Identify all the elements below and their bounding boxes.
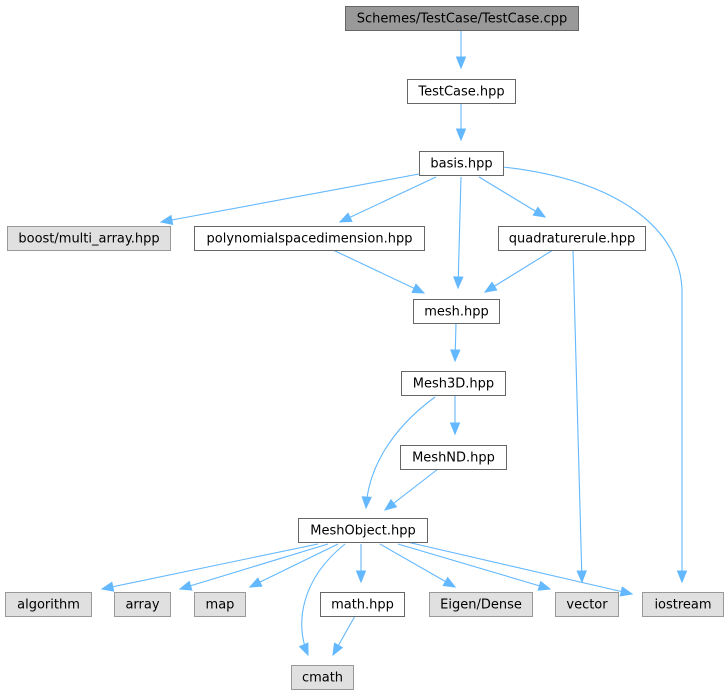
node-box <box>298 518 428 543</box>
arrowhead-meshobject_hpp-to-math_hpp <box>355 570 367 584</box>
node-box <box>413 299 500 324</box>
arrowhead-basis_hpp-to-iostream <box>676 570 688 584</box>
edge-basis_hpp-to-mesh_hpp <box>457 176 462 289</box>
edge-quadraturerule_hpp-to-mesh_hpp <box>484 249 554 293</box>
arrowhead-testcase_hpp-to-basis_hpp <box>455 128 467 142</box>
node-box <box>498 226 646 251</box>
node-box <box>114 592 171 617</box>
edge-basis_hpp-to-boost_multi_array <box>160 173 420 223</box>
arrowhead-basis_hpp-to-quadraturerule_hpp <box>532 206 547 218</box>
node-box <box>407 79 516 104</box>
node-label: array <box>125 598 159 613</box>
node-polyspacedim-hpp[interactable]: polynomialspacedimension.hpp <box>194 226 425 251</box>
arrowhead-polyspacedim_hpp-to-mesh_hpp <box>411 283 426 294</box>
node-label: boost/multi_array.hpp <box>18 232 159 247</box>
node-box <box>194 226 425 251</box>
node-mesh3d-hpp[interactable]: Mesh3D.hpp <box>401 371 506 396</box>
arrowhead-meshnd_hpp-to-meshobject_hpp <box>383 498 398 511</box>
arrowhead-meshobject_hpp-to-vector <box>537 580 552 591</box>
node-label: MeshND.hpp <box>412 451 495 466</box>
node-label: algorithm <box>17 598 80 613</box>
edge-meshobject_hpp-to-eigen_dense <box>379 543 456 588</box>
edge-basis_hpp-to-quadraturerule_hpp <box>478 176 546 218</box>
arrowhead-meshobject_hpp-to-eigen_dense <box>442 576 457 588</box>
node-box <box>194 592 246 617</box>
node-box <box>642 592 724 617</box>
arrowhead-meshobject_hpp-to-algorithm <box>100 581 115 592</box>
node-label: basis.hpp <box>430 157 492 172</box>
node-label: MeshObject.hpp <box>310 524 415 539</box>
node-box <box>320 592 405 617</box>
node-label: Schemes/TestCase/TestCase.cpp <box>357 12 567 27</box>
node-box <box>401 371 506 396</box>
node-quadraturerule-hpp[interactable]: quadraturerule.hpp <box>498 226 646 251</box>
arrowhead-meshobject_hpp-to-cmath <box>298 642 309 657</box>
edge-meshobject_hpp-to-map <box>249 543 339 588</box>
node-box <box>400 445 507 470</box>
node-label: Eigen/Dense <box>440 598 522 613</box>
node-meshnd-hpp[interactable]: MeshND.hpp <box>400 445 507 470</box>
node-algorithm: algorithm <box>5 592 92 617</box>
arrowhead-meshobject_hpp-to-map <box>248 577 263 588</box>
arrowhead-meshobject_hpp-to-array <box>178 580 193 591</box>
edge-meshobject_hpp-to-vector <box>397 543 551 590</box>
node-testcase-cpp[interactable]: Schemes/TestCase/TestCase.cpp <box>345 6 579 31</box>
node-boost-multi-array: boost/multi_array.hpp <box>7 226 171 251</box>
node-box <box>291 665 354 690</box>
node-label: Mesh3D.hpp <box>413 377 494 392</box>
node-map: map <box>194 592 246 617</box>
edge-basis_hpp-to-iostream <box>502 166 683 582</box>
edges-layer <box>100 30 688 657</box>
edge-meshobject_hpp-to-algorithm <box>101 543 319 590</box>
node-math-hpp[interactable]: math.hpp <box>320 592 405 617</box>
edge-meshobject_hpp-to-iostream <box>406 541 633 595</box>
arrowhead-testcase_cpp-to-testcase_hpp <box>455 56 467 70</box>
node-testcase-hpp[interactable]: TestCase.hpp <box>407 79 516 104</box>
node-cmath: cmath <box>291 665 354 690</box>
nodes-layer: Schemes/TestCase/TestCase.cppTestCase.hp… <box>5 6 724 690</box>
edge-polyspacedim_hpp-to-mesh_hpp <box>332 249 425 294</box>
arrowhead-quadraturerule_hpp-to-mesh_hpp <box>483 281 498 293</box>
arrowhead-mesh_hpp-to-mesh3d_hpp <box>450 349 461 363</box>
node-label: TestCase.hpp <box>417 85 504 100</box>
arrowhead-mesh3d_hpp-to-meshobject_hpp <box>361 496 372 510</box>
edge-meshobject_hpp-to-array <box>179 543 329 590</box>
arrowhead-mesh3d_hpp-to-meshnd_hpp <box>449 422 461 436</box>
node-box <box>555 592 619 617</box>
node-label: polynomialspacedimension.hpp <box>207 232 413 247</box>
node-eigen-dense: Eigen/Dense <box>429 592 533 617</box>
node-iostream: iostream <box>642 592 724 617</box>
node-label: mesh.hpp <box>424 305 489 320</box>
edge-basis_hpp-to-polyspacedim_hpp <box>339 176 437 223</box>
node-label: vector <box>566 598 608 613</box>
arrowhead-basis_hpp-to-mesh_hpp <box>453 276 464 290</box>
node-label: map <box>206 598 235 613</box>
node-box <box>345 6 579 31</box>
edge-mesh3d_hpp-to-meshobject_hpp <box>365 396 436 509</box>
arrowhead-math_hpp-to-cmath <box>332 642 344 657</box>
edge-quadraturerule_hpp-to-vector <box>572 249 583 583</box>
node-mesh-hpp[interactable]: mesh.hpp <box>413 299 500 324</box>
node-label: iostream <box>654 598 711 613</box>
node-basis-hpp[interactable]: basis.hpp <box>419 151 504 176</box>
node-label: quadraturerule.hpp <box>509 232 635 247</box>
node-box <box>7 226 171 251</box>
node-vector: vector <box>555 592 619 617</box>
arrowhead-basis_hpp-to-polyspacedim_hpp <box>338 212 353 223</box>
arrowhead-quadraturerule_hpp-to-vector <box>576 570 587 584</box>
node-box <box>429 592 533 617</box>
arrowhead-meshobject_hpp-to-iostream <box>619 586 634 597</box>
node-box <box>419 151 504 176</box>
node-label: math.hpp <box>331 598 394 613</box>
node-array: array <box>114 592 171 617</box>
arrowhead-basis_hpp-to-boost_multi_array <box>159 214 174 226</box>
node-box <box>5 592 92 617</box>
node-meshobject-hpp[interactable]: MeshObject.hpp <box>298 518 428 543</box>
node-label: cmath <box>302 671 343 686</box>
